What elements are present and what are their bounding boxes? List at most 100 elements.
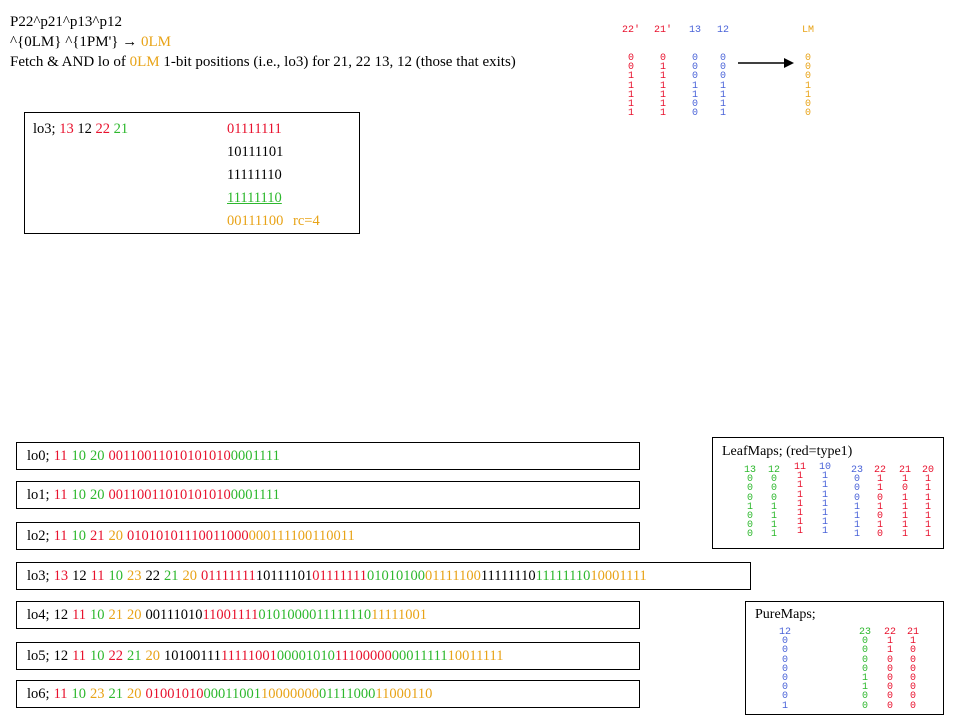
lo-row-segment: 23: [127, 568, 142, 584]
leafmap-col-label: 22: [873, 465, 886, 476]
lo-row-segment: 11111110: [316, 607, 372, 623]
lo3-box-label-21: 21: [113, 121, 129, 137]
lo-row-segment: 01010101110011000: [127, 528, 249, 544]
lo-row-segment: 11: [53, 528, 68, 544]
lo-row-segment: 01111000: [319, 686, 376, 702]
lo-row-segment: 23: [90, 686, 105, 702]
lo-row-segment: 11: [90, 568, 105, 584]
lo-row-segment: 01001010: [145, 686, 204, 702]
leafmap-col-label: 21: [898, 465, 911, 476]
lo-row-segment: 20: [108, 528, 124, 544]
lo3-and-box: lo3; 13 12 22 21 01111111 10111101 11111…: [24, 112, 360, 234]
lo-row-segment: 11000110: [375, 686, 433, 702]
lm-column: LM 0 0 0 1 1 0 0: [798, 8, 818, 128]
lo-row-segment: 00111010: [145, 607, 203, 623]
leafmaps-title: LeafMaps; (red=type1): [722, 444, 853, 459]
lo-row-segment: 20: [90, 448, 105, 464]
header-line-2-post: 0LM: [137, 34, 172, 50]
leafmap-col-label: 10: [818, 462, 831, 473]
lo-row-segment: 21: [108, 686, 124, 702]
lo-row-segment: 13: [53, 568, 69, 584]
lo-row-segment: 0001111: [230, 487, 280, 503]
lo-row-segment: 11100000: [334, 648, 392, 664]
leafmap-col-bits: 0 0 0 1 0 0 0: [746, 474, 753, 541]
lo-row-name: lo1;: [27, 487, 50, 503]
lo-row-segment: 10: [71, 686, 87, 702]
puremap-col-label: 22: [883, 627, 896, 638]
lo-row-segment: 01010000: [258, 607, 317, 623]
lo-row-segment: 12: [53, 648, 69, 664]
puremap-col-label: 21: [906, 627, 919, 638]
lo-row-segment: 20: [127, 686, 142, 702]
lo-row-segment: 10000000: [261, 686, 319, 702]
lo3-box-result: 00111100 rc=4: [227, 211, 320, 231]
top-col-21p: 21' 0 1 1 1 1 1 1: [652, 8, 674, 137]
leafmap-col-bits: 0 0 0 1 1 1 1: [853, 474, 860, 541]
lo3-box-rc: rc=4: [293, 213, 320, 229]
leafmap-col-label: 13: [743, 465, 756, 476]
lo-row-segment: 10: [90, 607, 105, 623]
top-col-bits: 0 0 0 1 1 1 1: [719, 53, 726, 120]
lo-row-segment: 0001111: [230, 448, 280, 464]
lo-row-segment: 12: [53, 607, 69, 623]
top-bit-columns: 22' 0 0 1 1 1 1 1 21' 0 1 1 1 1 1 1 13 0…: [620, 8, 740, 119]
lo-row-segment: 21: [127, 648, 142, 664]
leafmap-col-label: 11: [793, 462, 806, 473]
top-col-label: 13: [688, 25, 701, 37]
leafmap-col-label: 12: [767, 465, 780, 476]
lo-row-segment: 20: [182, 568, 198, 584]
lo3-box-row-4: 11111110: [227, 190, 282, 206]
lo-row-segment: 20: [145, 648, 161, 664]
lo-row-name: lo2;: [27, 528, 50, 544]
lo-row-name: lo4;: [27, 607, 50, 623]
lo-row-segment: 12: [72, 568, 87, 584]
leafmap-col-bits: 0 0 0 1 1 1 1: [770, 474, 777, 541]
lo-row-segment: 21: [164, 568, 179, 584]
puremap-col-bits: 1 1 0 0 0 0 0 0: [886, 636, 893, 712]
lo-row-segment: 10: [71, 528, 87, 544]
leafmap-col-label: 23: [850, 465, 863, 476]
lo-row-segment: 10: [71, 448, 87, 464]
lo-row-segment: 11001111: [202, 607, 259, 623]
puremap-col-bits: 0 0 0 0 1 1 0 0: [861, 636, 868, 712]
lo-row-segment: 10: [90, 648, 105, 664]
lo-row-segment: 22: [145, 568, 161, 584]
header-line-2-pre: ^{0LM} ^{1PM'}: [10, 34, 123, 50]
top-col-label: 12: [716, 25, 729, 37]
puremap-col-label: 12: [778, 627, 791, 638]
arrow-right-icon: →: [122, 34, 138, 50]
arrow-right-icon: [738, 58, 794, 68]
top-col-22p: 22' 0 0 1 1 1 1 1: [620, 8, 642, 137]
lo3-box-label: lo3; 13 12 22 21: [33, 119, 128, 139]
lo3-box-row-1: 01111111: [227, 121, 282, 137]
lo-row-segment: 01111100: [424, 568, 481, 584]
lo-row-segment: 11111110: [535, 568, 591, 584]
lm-column-bits: 0 0 0 1 1 0 0: [804, 53, 811, 120]
lo3-box-row-2: 10111101: [227, 144, 284, 160]
lo-row-segment: 10111101: [255, 568, 313, 584]
lo-row-segment: 000111100110011: [248, 528, 355, 544]
leafmap-col-bits: 1 0 1 1 1 1 1: [901, 474, 908, 541]
lo-row-segment: 20: [90, 487, 105, 503]
lo-row-segment: 10: [71, 487, 87, 503]
lo-row-segment: 00110011010101010: [108, 448, 231, 464]
puremaps-title: PureMaps;: [755, 607, 816, 622]
lo-row-segment: 00011001: [203, 686, 261, 702]
leafmap-col-bits: 1 1 0 1 0 1 0: [876, 474, 883, 541]
lo-row-name: lo3;: [27, 568, 50, 584]
